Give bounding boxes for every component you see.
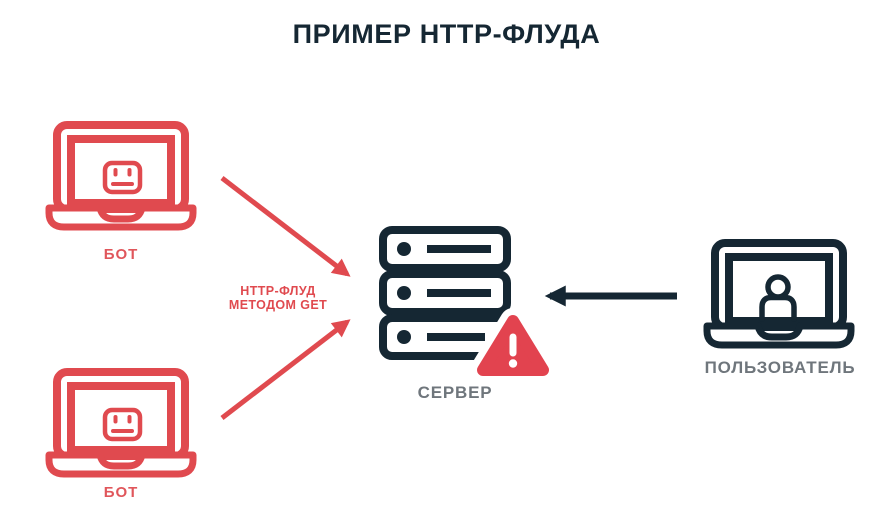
bot-bottom-label: БОТ: [103, 484, 139, 501]
bot-laptop-icon: [42, 367, 200, 479]
server-rack-icon: [379, 226, 551, 378]
attack-arrow-top: [220, 176, 351, 277]
user-laptop-icon: [700, 238, 858, 350]
server-label: СЕРВЕР: [417, 383, 493, 402]
bot-laptop-icon: [42, 120, 200, 232]
user-label: ПОЛЬЗОВАТЕЛЬ: [704, 358, 856, 377]
flood-method-line1: HTTP-ФЛУД: [240, 284, 316, 298]
diagram-title: ПРИМЕР HTTP-ФЛУДА: [292, 19, 601, 49]
attack-arrow-bottom: [220, 319, 351, 420]
flood-method-line2: МЕТОДОМ GET: [228, 298, 328, 312]
flood-method-label: HTTP-ФЛУД МЕТОДОМ GET: [203, 284, 353, 312]
bot-top-label: БОТ: [103, 246, 139, 263]
